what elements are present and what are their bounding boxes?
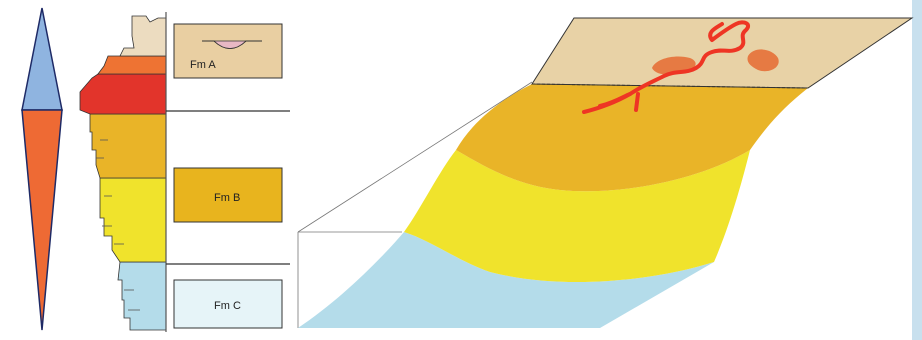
fm-a-label: Fm A	[190, 59, 216, 71]
fm-a-box: Fm A	[173, 23, 283, 79]
top-surface	[531, 17, 914, 89]
column-unit-orange	[97, 55, 167, 75]
frame-border	[912, 0, 922, 340]
layer-blue	[298, 232, 714, 328]
column-unit-red	[79, 73, 167, 115]
regressive-triangle	[21, 109, 63, 331]
lobe-right	[747, 49, 779, 72]
block-diagram	[297, 17, 914, 328]
fm-c-box: Fm C	[173, 279, 283, 329]
fm-b-label: Fm B	[214, 192, 240, 204]
transgressive-triangle	[21, 7, 63, 111]
layer-yellow	[404, 150, 750, 283]
fm-c-label: Fm C	[214, 300, 241, 312]
column-unit-tan	[119, 15, 167, 57]
layer-orange	[456, 84, 808, 192]
stratigraphic-column	[79, 15, 167, 331]
column-unit-yellow	[99, 177, 167, 263]
fm-b-box: Fm B	[173, 167, 283, 223]
column-unit-orange-yellow	[89, 113, 167, 179]
channel-branch	[598, 92, 632, 108]
column-unit-blue	[117, 261, 167, 331]
